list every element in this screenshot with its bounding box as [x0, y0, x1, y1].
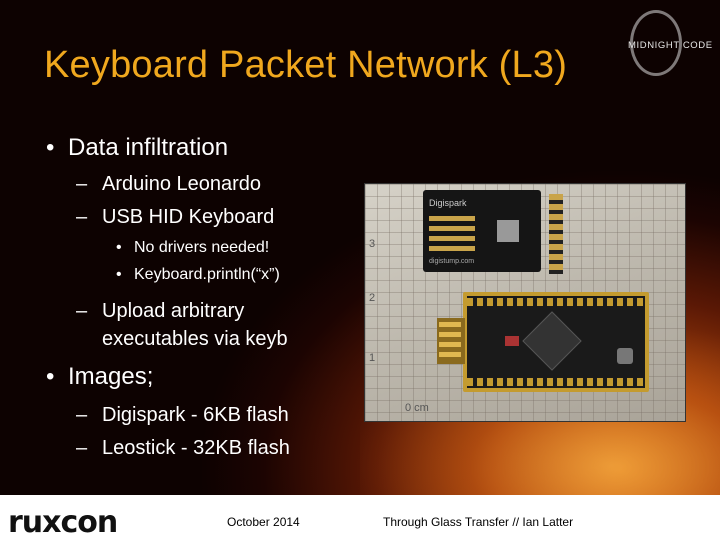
bullet-l2: –Upload arbitrary [76, 300, 245, 322]
ruler-horizontal: 0 cm [405, 402, 429, 414]
reset-button-component [617, 348, 633, 364]
bullet-l3: •No drivers needed! [116, 239, 270, 256]
bullet-l3: •Keyboard.println(“x”) [116, 266, 280, 283]
regulator-chip [497, 220, 519, 242]
leostick-board [437, 292, 649, 392]
bullet-l2-continuation: executables via keyb [102, 328, 288, 350]
boards-photo: 3 2 1 0 cm Digispark digistump.com [364, 183, 686, 422]
bullet-l2: –Arduino Leonardo [76, 173, 262, 195]
logo-ring-icon [630, 10, 682, 76]
footer-date: October 2014 [227, 515, 300, 529]
footer: ruxcon October 2014 Through Glass Transf… [0, 495, 720, 540]
usb-connector-icon [429, 216, 477, 252]
ruler-vertical: 3 2 1 [369, 238, 376, 364]
bullet-l1: •Data infiltration [46, 134, 229, 161]
bullet-l1: •Images; [46, 363, 154, 390]
microcontroller-chip [522, 311, 582, 371]
bullet-l2: –Digispark - 6KB flash [76, 404, 289, 426]
ruxcon-logo: ruxcon [8, 505, 118, 540]
slide-title: Keyboard Packet Network (L3) [44, 44, 568, 86]
footer-credit: Through Glass Transfer // Ian Latter [383, 515, 574, 529]
bullet-l2: –Leostick - 32KB flash [76, 437, 290, 459]
digispark-board: Digispark digistump.com [423, 190, 541, 272]
bullet-l2: –USB HID Keyboard [76, 206, 275, 228]
digispark-pins [549, 194, 563, 274]
midnight-code-logo: MIDNIGHT CODE [610, 10, 714, 76]
logo-text: MIDNIGHT CODE [628, 40, 713, 51]
usb-connector-icon [437, 318, 465, 364]
